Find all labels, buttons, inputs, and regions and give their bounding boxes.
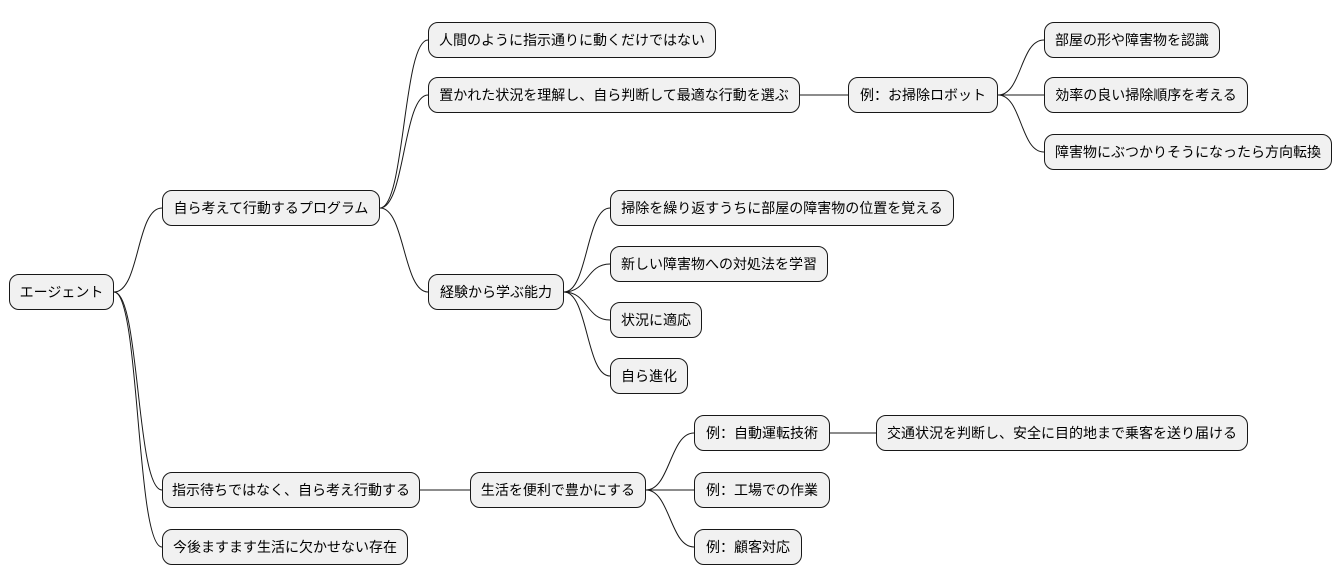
branch-self-acting-program: 自ら考えて行動するプログラム (162, 190, 380, 226)
edge-n2-1-ex-3 (645, 489, 695, 548)
leaf-adapt-to-situation: 状況に適応 (610, 302, 702, 338)
edge-n1-3-leaf-4 (563, 291, 611, 377)
leaf-efficient-cleaning-order: 効率の良い掃除順序を考える (1044, 77, 1248, 113)
edge-n1-2-1-leaf-1 (997, 39, 1045, 96)
edge-root-n2 (113, 291, 163, 491)
edge-n1-3-leaf-2 (563, 263, 611, 293)
edge-n1-2-1-leaf-3 (997, 94, 1045, 153)
node-example-factory-work: 例：工場での作業 (694, 472, 830, 508)
node-not-just-following-instructions: 人間のように指示通りに動くだけではない (428, 22, 716, 58)
edge-n2-1-ex-1 (645, 432, 695, 491)
leaf-remember-obstacle-positions: 掃除を繰り返すうちに部屋の障害物の位置を覚える (610, 190, 954, 226)
node-example-customer-service: 例：顧客対応 (694, 529, 802, 565)
node-example-cleaning-robot: 例：お掃除ロボット (848, 77, 998, 113)
edge-n1-n1-1 (379, 39, 429, 209)
edge-n1-n1-2 (379, 94, 429, 209)
root-node: エージェント (9, 274, 114, 310)
leaf-self-evolve: 自ら進化 (610, 358, 688, 394)
edge-n1-3-leaf-1 (563, 207, 611, 293)
branch-not-waiting-for-instructions: 指示待ちではなく、自ら考え行動する (162, 472, 420, 508)
node-learn-from-experience: 経験から学ぶ能力 (428, 274, 564, 310)
edge-n1-3-leaf-3 (563, 291, 611, 321)
edge-n1-n1-3 (379, 207, 429, 293)
leaf-learn-new-obstacle-handling: 新しい障害物への対処法を学習 (610, 246, 828, 282)
branch-indispensable-in-future: 今後ますます生活に欠かせない存在 (162, 529, 408, 565)
edge-root-n1 (113, 207, 163, 293)
leaf-deliver-passengers-safely: 交通状況を判断し、安全に目的地まで乗客を送り届ける (876, 415, 1248, 451)
leaf-recognize-room-obstacles: 部屋の形や障害物を認識 (1044, 22, 1220, 58)
edge-root-n3 (113, 291, 163, 548)
leaf-change-direction: 障害物にぶつかりそうになったら方向転換 (1044, 134, 1332, 170)
node-understand-and-choose-best-action: 置かれた状況を理解し、自ら判断して最適な行動を選ぶ (428, 77, 800, 113)
node-example-autonomous-driving: 例：自動運転技術 (694, 415, 830, 451)
node-make-life-convenient: 生活を便利で豊かにする (470, 472, 646, 508)
